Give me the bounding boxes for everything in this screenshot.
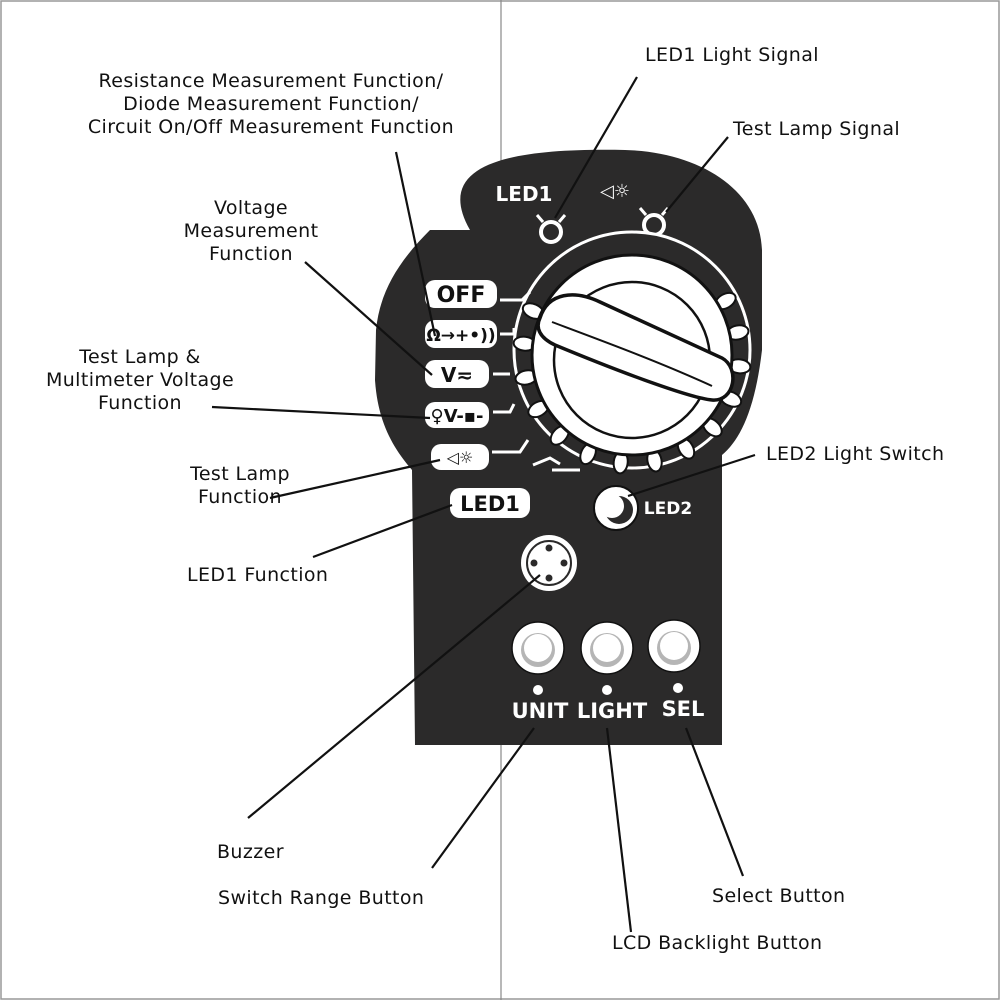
test-lamp-top-icon: ◁☼	[600, 181, 630, 202]
led2-light-switch[interactable]	[593, 485, 639, 531]
dial-label-test-lamp	[431, 444, 489, 470]
led2-label: LED2	[644, 499, 692, 519]
callout-test-lamp-function-line2: Function	[197, 486, 282, 508]
callout-test-lamp-multimeter: Test Lamp & Multimeter Voltage Function	[30, 346, 250, 415]
leader-switch-range	[431, 727, 535, 869]
callout-voltage-line1: Voltage	[213, 197, 289, 219]
dial-label-led1	[450, 488, 530, 518]
leader-buzzer	[247, 574, 541, 819]
led1-light-indicator	[535, 214, 567, 244]
unit-button[interactable]	[511, 621, 565, 695]
callout-lcd-backlight-button: LCD Backlight Button	[612, 932, 823, 954]
dial-label-lamp-voltage	[425, 402, 489, 428]
dial-label-off-text: OFF	[437, 283, 486, 308]
callout-switch-range-button: Switch Range Button	[218, 887, 425, 909]
callout-test-lamp-function-line1: Test Lamp	[190, 463, 290, 485]
unit-button-dot	[533, 685, 543, 695]
dial-label-lamp-voltage-text: ♀V-▪-	[431, 406, 484, 427]
dial-position-labels: OFF Ω→+•)) V≂ ♀V-▪- ◁☼ LED1	[425, 280, 530, 518]
leader-test-lamp-signal	[665, 136, 729, 213]
callout-resistance-line1: Resistance Measurement Function/	[98, 70, 444, 92]
dial-label-led1-text: LED1	[460, 492, 520, 516]
callout-resistance-line3: Circuit On/Off Measurement Function	[87, 116, 455, 138]
dial-label-resistance-text: Ω→+•))	[426, 326, 495, 346]
dial-label-voltage	[425, 360, 489, 388]
callout-select-button: Select Button	[712, 885, 846, 907]
callout-buzzer: Buzzer	[217, 841, 284, 863]
led1-top-label: LED1	[496, 182, 553, 206]
callout-voltage-function: Voltage Measurement Function	[166, 197, 336, 266]
callout-led1-function: LED1 Function	[187, 564, 329, 586]
sel-button[interactable]	[647, 619, 701, 693]
leader-voltage	[304, 261, 433, 376]
callout-test-lamp-multimeter-line3: Function	[97, 392, 182, 414]
callout-voltage-line3: Function	[208, 243, 293, 265]
light-button-dot	[602, 685, 612, 695]
dial-label-test-lamp-text: ◁☼	[446, 448, 474, 467]
leader-led1-function	[312, 503, 453, 559]
callout-led2-light-switch: LED2 Light Switch	[766, 443, 945, 465]
callout-test-lamp-multimeter-line1: Test Lamp &	[79, 346, 201, 368]
leader-resistance	[394, 151, 437, 337]
callout-resistance-functions: Resistance Measurement Function/ Diode M…	[76, 70, 466, 139]
leader-led2-light-switch	[627, 453, 756, 498]
light-button[interactable]	[580, 621, 634, 695]
sel-button-label: SEL	[662, 697, 705, 721]
sel-button-dot	[673, 683, 683, 693]
callout-voltage-line2: Measurement	[183, 220, 319, 242]
light-button-label: LIGHT	[577, 699, 648, 723]
dial-tick-marks	[492, 290, 580, 472]
leader-test-lamp-multimeter	[211, 405, 431, 420]
callout-test-lamp-signal: Test Lamp Signal	[733, 118, 901, 140]
leader-lines	[211, 76, 756, 933]
rotary-dial[interactable]	[512, 230, 752, 475]
buzzer	[521, 535, 577, 591]
leader-lcd-backlight	[605, 727, 633, 933]
dial-label-off	[425, 280, 497, 308]
callout-led1-light-signal: LED1 Light Signal	[645, 44, 819, 66]
dial-label-voltage-text: V≂	[441, 363, 473, 387]
unit-button-label: UNIT	[512, 699, 569, 723]
leader-test-lamp-function	[269, 458, 441, 500]
dial-grip-teeth	[512, 291, 752, 475]
callout-resistance-line2: Diode Measurement Function/	[123, 93, 419, 115]
callout-test-lamp-function: Test Lamp Function	[170, 463, 310, 509]
callout-test-lamp-multimeter-line2: Multimeter Voltage	[45, 369, 235, 391]
leader-led1-light-signal	[554, 76, 638, 219]
leader-select	[684, 727, 745, 877]
dial-label-resistance	[425, 320, 497, 348]
